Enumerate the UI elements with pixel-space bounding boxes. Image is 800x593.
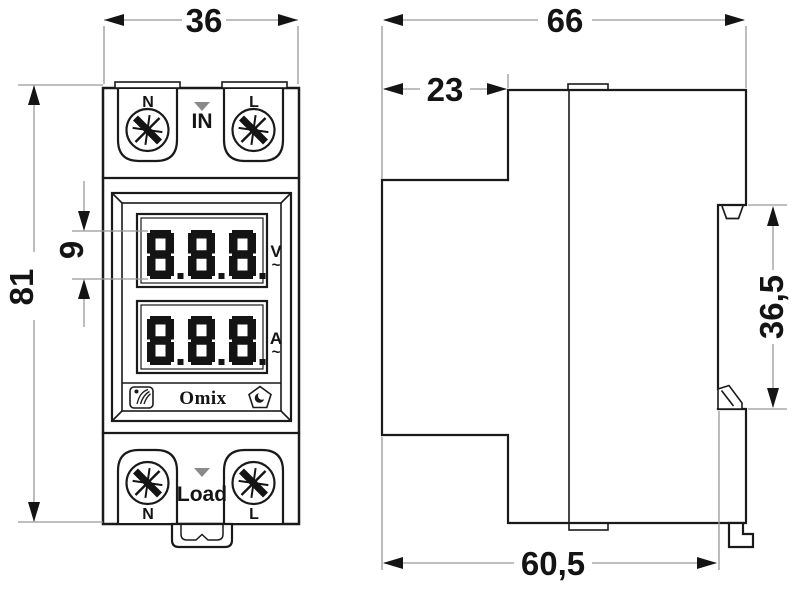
dim-digit-height: 9 (53, 181, 148, 327)
voltage-display: V ~ (135, 212, 282, 289)
voltage-digits (147, 230, 266, 279)
screw-icon (125, 460, 170, 506)
rail-notch (721, 205, 744, 220)
dim-depth-body: 60,5 (381, 411, 720, 582)
manufacturer-logo-icon (129, 386, 154, 409)
dim-digit-height-value: 9 (53, 241, 90, 259)
dim-arrow-icon (383, 83, 403, 95)
brand-name: Omix (179, 388, 226, 409)
bezel-corner (280, 192, 292, 204)
side-outline-upper (506, 88, 748, 391)
top-terminal-tab-right (221, 81, 288, 89)
current-digits (147, 316, 266, 365)
bezel-corner (280, 410, 292, 422)
voltage-ac-symbol: ~ (272, 257, 281, 274)
in-label: IN (192, 110, 213, 133)
dim-rail-span-value: 36,5 (753, 275, 790, 339)
in-direction-arrow-icon (194, 102, 210, 111)
dim-front-height: 81 (3, 84, 103, 523)
output-terminal-label-l: L (249, 506, 259, 523)
current-ac-symbol: ~ (272, 344, 281, 361)
dim-arrow-icon (28, 85, 40, 105)
din-clip-tab (170, 522, 234, 549)
voltage-unit-label: V (270, 242, 282, 261)
dim-arrow-icon (767, 388, 779, 408)
dim-front-height-value: 81 (3, 269, 40, 306)
dim-depth-body-value: 60,5 (521, 545, 585, 582)
load-direction-arrow-icon (194, 468, 210, 477)
dim-depth-total-value: 66 (547, 2, 584, 39)
current-display: A ~ (135, 299, 282, 375)
output-terminal-label-n: N (142, 506, 154, 523)
top-terminal-tab-left (114, 81, 181, 89)
dim-front-width: 36 (103, 2, 299, 84)
dim-arrow-icon (383, 14, 403, 26)
dim-rail-span: 36,5 (748, 204, 790, 410)
dim-arrow-icon (278, 14, 298, 26)
dim-arrow-icon (697, 557, 717, 569)
bezel-corner (111, 410, 123, 422)
dim-arrow-icon (487, 83, 507, 95)
input-terminal-label-n: N (142, 94, 154, 111)
dim-arrow-icon (767, 206, 779, 226)
bezel-corner (111, 192, 123, 204)
dim-arrow-icon (78, 211, 90, 231)
side-outline-lower (380, 178, 748, 525)
input-terminal-label-l: L (249, 94, 259, 111)
current-window-inner (140, 304, 264, 370)
current-unit-label: A (270, 329, 282, 348)
screw-icon (231, 460, 276, 506)
dim-front-width-value: 36 (186, 2, 223, 39)
rail-clip-release-tail (727, 521, 755, 549)
dim-depth-front-value: 23 (427, 71, 464, 108)
dim-arrow-icon (725, 14, 745, 26)
front-view: N L IN N L Load V ~ A (101, 81, 301, 549)
dim-arrow-icon (78, 279, 90, 299)
dim-depth-front: 23 (383, 71, 509, 108)
brand-panel: Omix (122, 382, 281, 409)
dim-arrow-icon (104, 14, 124, 26)
dim-arrow-icon (28, 502, 40, 522)
dim-depth-total: 66 (381, 2, 747, 179)
screw-icon (231, 107, 276, 153)
side-view (380, 83, 755, 549)
certification-mark-icon (248, 385, 272, 409)
rail-clip-pawl (717, 384, 743, 410)
dim-arrow-icon (383, 557, 403, 569)
load-label: Load (177, 483, 227, 506)
voltage-window-inner (140, 217, 264, 284)
screw-icon (125, 107, 170, 153)
dimensions: 36 81 9 (3, 2, 790, 582)
